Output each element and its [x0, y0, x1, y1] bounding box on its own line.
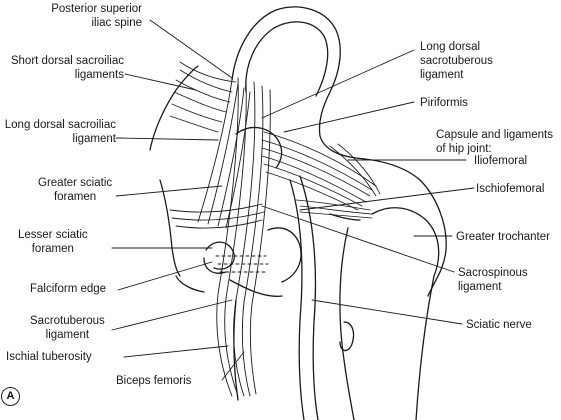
label-sacrotuberous-ligament: Sacrotuberous ligament	[30, 315, 105, 341]
panel-letter-badge: A	[1, 387, 20, 406]
coccyx-outline	[175, 275, 205, 293]
piriformis-fibers	[261, 131, 377, 211]
biceps-femoris-edge	[233, 299, 239, 401]
label-biceps-femoris: Biceps femoris	[116, 375, 192, 387]
leader-lines	[111, 19, 475, 381]
label-capsule-and-ligaments-of-hip-joint: Capsule and ligaments of hip joint:	[436, 129, 553, 155]
iliac-crest-inner	[245, 21, 329, 97]
label-ischial-tuberosity: Ischial tuberosity	[6, 351, 92, 363]
sacral-border	[159, 179, 181, 277]
ilium-outline	[231, 6, 447, 297]
label-piriformis: Piriformis	[420, 97, 468, 109]
sacrum-outline	[149, 65, 199, 151]
label-lesser-sciatic-foramen: Lesser sciatic foramen	[18, 229, 88, 255]
ischium-outline	[267, 227, 302, 283]
sciatic-nerve-left	[289, 179, 305, 420]
falciform-edge-curve	[203, 257, 227, 274]
label-greater-sciatic-foramen: Greater sciatic foramen	[38, 177, 113, 203]
label-long-dorsal-sacrotuberous-ligament: Long dorsal sacrotuberous ligament	[420, 41, 493, 81]
lesser-trochanter	[339, 321, 355, 352]
sacrospinous-fibers	[169, 203, 265, 229]
label-ischiofemoral: Ischiofemoral	[476, 183, 545, 195]
greater-foramen-edge	[235, 126, 283, 169]
long-dorsal-sacroiliac-band	[197, 79, 251, 229]
greater-trochanter-outline	[371, 207, 440, 277]
label-long-dorsal-sacroiliac-ligament: Long dorsal sacroiliac ligament	[4, 119, 116, 145]
short-dorsal-sacroiliac-fibers	[169, 61, 237, 133]
capsule-fibers	[295, 143, 381, 219]
label-falciform-edge: Falciform edge	[30, 283, 107, 295]
tuberosity-dashes	[215, 255, 269, 273]
label-iliofemoral: Iliofemoral	[474, 155, 528, 167]
label-sacrospinous-ligament: Sacrospinous ligament	[458, 267, 528, 293]
sciatic-nerve-right	[299, 175, 319, 420]
ischial-ramus	[229, 279, 283, 297]
label-posterior-superior-iliac-spine: Posterior superior iliac spine	[51, 3, 142, 29]
lesser-foramen-edge	[205, 241, 235, 270]
label-sciatic-nerve: Sciatic nerve	[466, 319, 532, 331]
sacrotuberous-fibers	[216, 77, 271, 397]
label-short-dorsal-sacroiliac-ligaments: Short dorsal sacroiliac ligaments	[10, 55, 124, 81]
label-greater-trochanter: Greater trochanter	[456, 231, 550, 243]
femur-shaft-lateral	[415, 275, 435, 420]
femur-shaft-medial	[339, 227, 355, 420]
